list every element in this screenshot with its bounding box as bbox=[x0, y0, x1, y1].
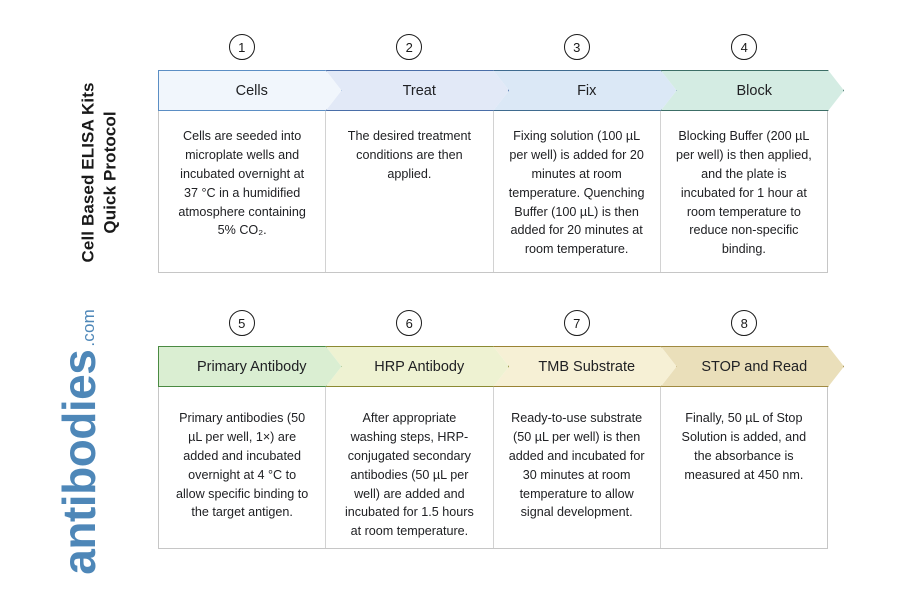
step-description-text: Cells are seeded into microplate wells a… bbox=[178, 129, 306, 238]
step-label: Primary Antibody bbox=[196, 358, 307, 375]
step-chevron-4[interactable]: Block bbox=[660, 70, 844, 111]
description-band-1: Cells are seeded into microplate wells a… bbox=[158, 111, 828, 273]
protocol-row-1: 1 2 3 4 Cells Treat Fix Block Cells are seeded… bbox=[158, 34, 844, 273]
step-number-5: 5 bbox=[228, 310, 255, 336]
step-number-band-1: 1 2 3 4 bbox=[158, 34, 842, 70]
step-chevron-3[interactable]: Fix bbox=[493, 70, 677, 111]
step-number-label: 5 bbox=[238, 315, 246, 331]
step-description-5: Primary antibodies (50 µL per well, 1×) … bbox=[159, 387, 327, 548]
step-description-text: Blocking Buffer (200 µL per well) is the… bbox=[675, 129, 812, 257]
step-chevron-7[interactable]: TMB Substrate bbox=[493, 346, 677, 387]
step-number-4: 4 bbox=[731, 34, 758, 60]
step-chevron-2[interactable]: Treat bbox=[325, 70, 509, 111]
brand-name: antibodies bbox=[53, 349, 106, 575]
step-number-3: 3 bbox=[563, 34, 590, 60]
step-label: Treat bbox=[402, 82, 436, 99]
step-label: STOP and Read bbox=[701, 358, 808, 375]
step-label: Cells bbox=[235, 82, 268, 99]
brand-tld: .com bbox=[78, 309, 98, 347]
step-number-label: 6 bbox=[405, 315, 413, 331]
step-description-7: Ready-to-use substrate (50 µL per well) … bbox=[494, 387, 661, 548]
step-chevron-8[interactable]: STOP and Read bbox=[660, 346, 844, 387]
step-number-label: 7 bbox=[573, 315, 581, 331]
step-number-7: 7 bbox=[563, 310, 590, 336]
step-description-4: Blocking Buffer (200 µL per well) is the… bbox=[661, 111, 827, 272]
step-number-1: 1 bbox=[228, 34, 255, 60]
step-description-text: Finally, 50 µL of Stop Solution is added… bbox=[681, 411, 807, 482]
step-chevron-6[interactable]: HRP Antibody bbox=[325, 346, 509, 387]
step-number-label: 2 bbox=[405, 39, 413, 55]
step-description-text: Ready-to-use substrate (50 µL per well) … bbox=[508, 411, 645, 520]
step-number-2: 2 bbox=[396, 34, 423, 60]
step-description-3: Fixing solution (100 µL per well) is add… bbox=[494, 111, 661, 272]
description-band-2: Primary antibodies (50 µL per well, 1×) … bbox=[158, 387, 828, 549]
step-number-band-2: 5 6 7 8 bbox=[158, 310, 842, 346]
page-title: Cell Based ELISA Kits Quick Protocol bbox=[78, 82, 120, 263]
brand-logo: antibodies .com bbox=[53, 302, 106, 582]
step-label: Block bbox=[736, 82, 772, 99]
chevron-band-2: Primary Antibody HRP Antibody TMB Substrat… bbox=[158, 346, 844, 387]
step-description-text: Fixing solution (100 µL per well) is add… bbox=[508, 129, 645, 257]
chevron-band-1: Cells Treat Fix Block bbox=[158, 70, 844, 111]
step-description-8: Finally, 50 µL of Stop Solution is added… bbox=[661, 387, 827, 548]
step-number-label: 1 bbox=[238, 39, 246, 55]
step-chevron-1[interactable]: Cells bbox=[158, 70, 342, 111]
step-description-text: Primary antibodies (50 µL per well, 1×) … bbox=[175, 411, 309, 520]
step-description-text: The desired treatment conditions are the… bbox=[347, 129, 471, 181]
step-label: TMB Substrate bbox=[538, 358, 636, 375]
step-number-8: 8 bbox=[731, 310, 758, 336]
step-number-6: 6 bbox=[396, 310, 423, 336]
step-chevron-5[interactable]: Primary Antibody bbox=[158, 346, 342, 387]
step-description-text: After appropriate washing steps, HRP-con… bbox=[344, 411, 474, 539]
step-description-2: The desired treatment conditions are the… bbox=[326, 111, 494, 272]
step-number-label: 3 bbox=[573, 39, 581, 55]
step-description-1: Cells are seeded into microplate wells a… bbox=[159, 111, 327, 272]
step-description-6: After appropriate washing steps, HRP-con… bbox=[326, 387, 494, 548]
step-label: HRP Antibody bbox=[374, 358, 465, 375]
step-number-label: 4 bbox=[740, 39, 748, 55]
protocol-row-2: 5 6 7 8 Primary Antibody HRP Antibody TMB Sub… bbox=[158, 310, 844, 549]
step-number-label: 8 bbox=[740, 315, 748, 331]
step-label: Fix bbox=[577, 82, 597, 99]
